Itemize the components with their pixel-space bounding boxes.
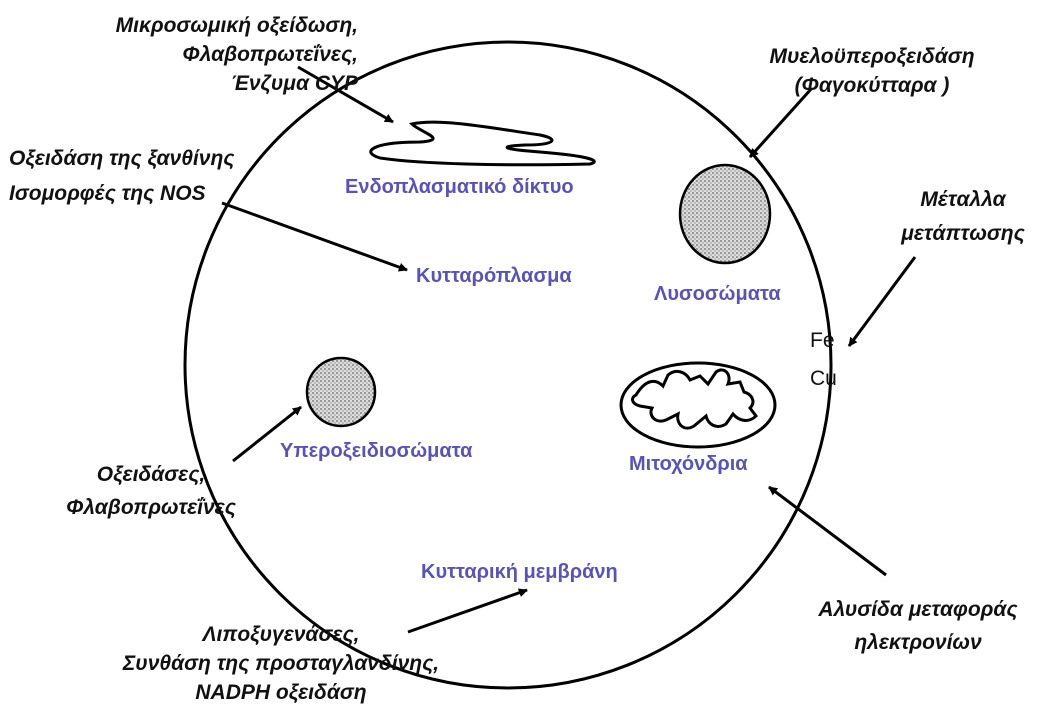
arrow-to-cytoplasm: [222, 203, 407, 270]
cytoplasm-label: Κυτταρόπλασμα: [416, 265, 572, 288]
peroxisome-sources-line-2: Φλαβοπρωτεΐνες: [66, 491, 236, 524]
membrane-sources-line-1: Λιποξυγενάσες,: [123, 620, 439, 649]
mitochondrion-cristae: [633, 370, 756, 428]
arrow-to-metals: [849, 257, 915, 346]
membrane-label: Κυτταρική μεμβράνη: [421, 561, 618, 584]
er-label: Ενδοπλασματικό δίκτυο: [345, 176, 574, 199]
iron-label: Fe: [810, 329, 835, 353]
metals-line-2: μετάπτωσης: [901, 217, 1025, 251]
metals-line-1: Μέταλλα: [901, 183, 1025, 217]
lysosomes-label: Λυσοσώματα: [654, 283, 781, 306]
mitochondria-sources-line-2: ηλεκτρονίων: [818, 626, 1017, 659]
membrane-sources-line-3: NADPH οξειδάση: [123, 678, 439, 707]
er-sources-line-1: Μικροσωμική οξείδωση,: [116, 11, 358, 40]
metals-annotation: Μέταλλα μετάπτωσης: [901, 183, 1025, 251]
mitochondria-sources-annotation: Αλυσίδα μεταφοράς ηλεκτρονίων: [818, 593, 1017, 659]
peroxisomes-label: Υπεροξειδιοσώματα: [280, 440, 472, 463]
er-sources-line-3: Ένζυμα CYP: [116, 69, 358, 98]
peroxisome-shape: [307, 358, 375, 426]
endoplasmic-reticulum-shape: [371, 122, 595, 165]
er-sources-line-2: Φλαβοπρωτεΐνες,: [116, 40, 358, 69]
membrane-sources-line-2: Συνθάση της προσταγλανδίνης,: [123, 649, 439, 678]
copper-label: Cu: [810, 367, 837, 391]
mitochondria-label: Μιτοχόνδρια: [629, 453, 748, 476]
cytoplasm-sources-line-2: Ισομορφές της NOS: [9, 176, 234, 211]
lysosome-sources-line-2: (Φαγοκύτταρα ): [769, 71, 974, 100]
cell-membrane-outline: [185, 42, 831, 688]
lysosome-shape: [680, 165, 770, 263]
cytoplasm-sources-annotation: Οξειδάση της ξανθίνης Ισομορφές της NOS: [9, 141, 234, 211]
peroxisome-sources-line-1: Οξειδάσες,: [66, 458, 236, 491]
lysosome-sources-annotation: Μυελοϋπεροξειδάση (Φαγοκύτταρα ): [769, 42, 974, 100]
mitochondria-sources-line-1: Αλυσίδα μεταφοράς: [818, 593, 1017, 626]
cytoplasm-sources-line-1: Οξειδάση της ξανθίνης: [9, 141, 234, 176]
peroxisome-sources-annotation: Οξειδάσες, Φλαβοπρωτεΐνες: [66, 458, 236, 524]
er-sources-annotation: Μικροσωμική οξείδωση, Φλαβοπρωτεΐνες, Έν…: [116, 11, 358, 98]
membrane-sources-annotation: Λιποξυγενάσες, Συνθάση της προσταγλανδίν…: [123, 620, 439, 707]
lysosome-sources-line-1: Μυελοϋπεροξειδάση: [769, 42, 974, 71]
